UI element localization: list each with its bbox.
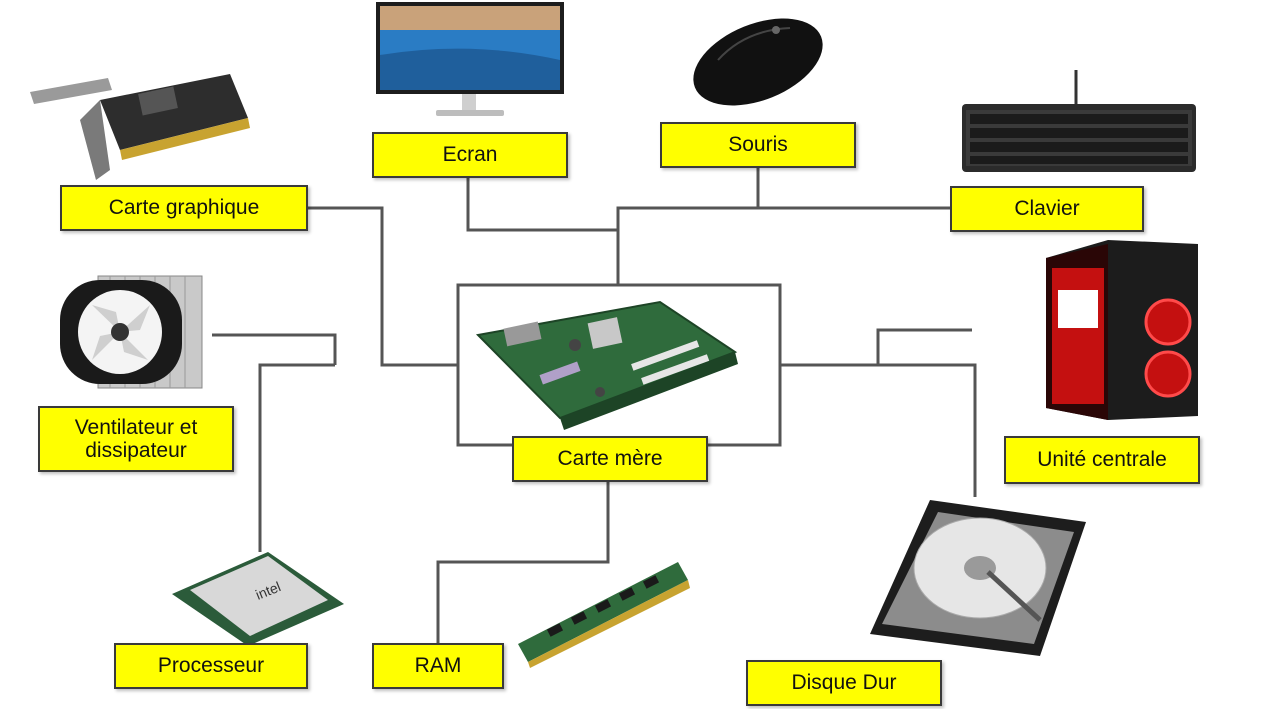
label-ram: RAM [372,643,504,689]
label-ecran: Ecran [372,132,568,178]
connector-ventilateur [212,333,337,365]
connectors [212,168,977,645]
connector-processeur [258,363,335,552]
label-carte-mere: Carte mère [512,436,708,482]
processor-icon: intel [172,552,344,646]
label-carte-graphique: Carte graphique [60,185,308,231]
connector-ram [436,482,610,645]
connector-carte-graphique [305,206,458,367]
monitor-icon [376,2,564,116]
cpu-cooler-icon [60,275,203,389]
label-ventilateur: Ventilateur et dissipateur [38,406,234,472]
label-unite-centrale: Unité centrale [1004,436,1200,484]
graphics-card-icon [30,74,250,180]
motherboard-icon [475,300,738,430]
hard-drive-icon [870,500,1086,656]
pc-tower-icon [1046,240,1198,420]
label-clavier: Clavier [950,186,1144,232]
ram-stick-icon [518,562,690,668]
label-processeur: Processeur [114,643,308,689]
connector-unite-centrale-branch [876,328,972,365]
connector-ecran [466,178,618,232]
connector-souris [616,168,760,285]
keyboard-icon [962,70,1196,172]
label-disque-dur: Disque Dur [746,660,942,706]
mouse-icon [693,18,823,106]
connector-unite-centrale [780,363,977,497]
label-souris: Souris [660,122,856,168]
